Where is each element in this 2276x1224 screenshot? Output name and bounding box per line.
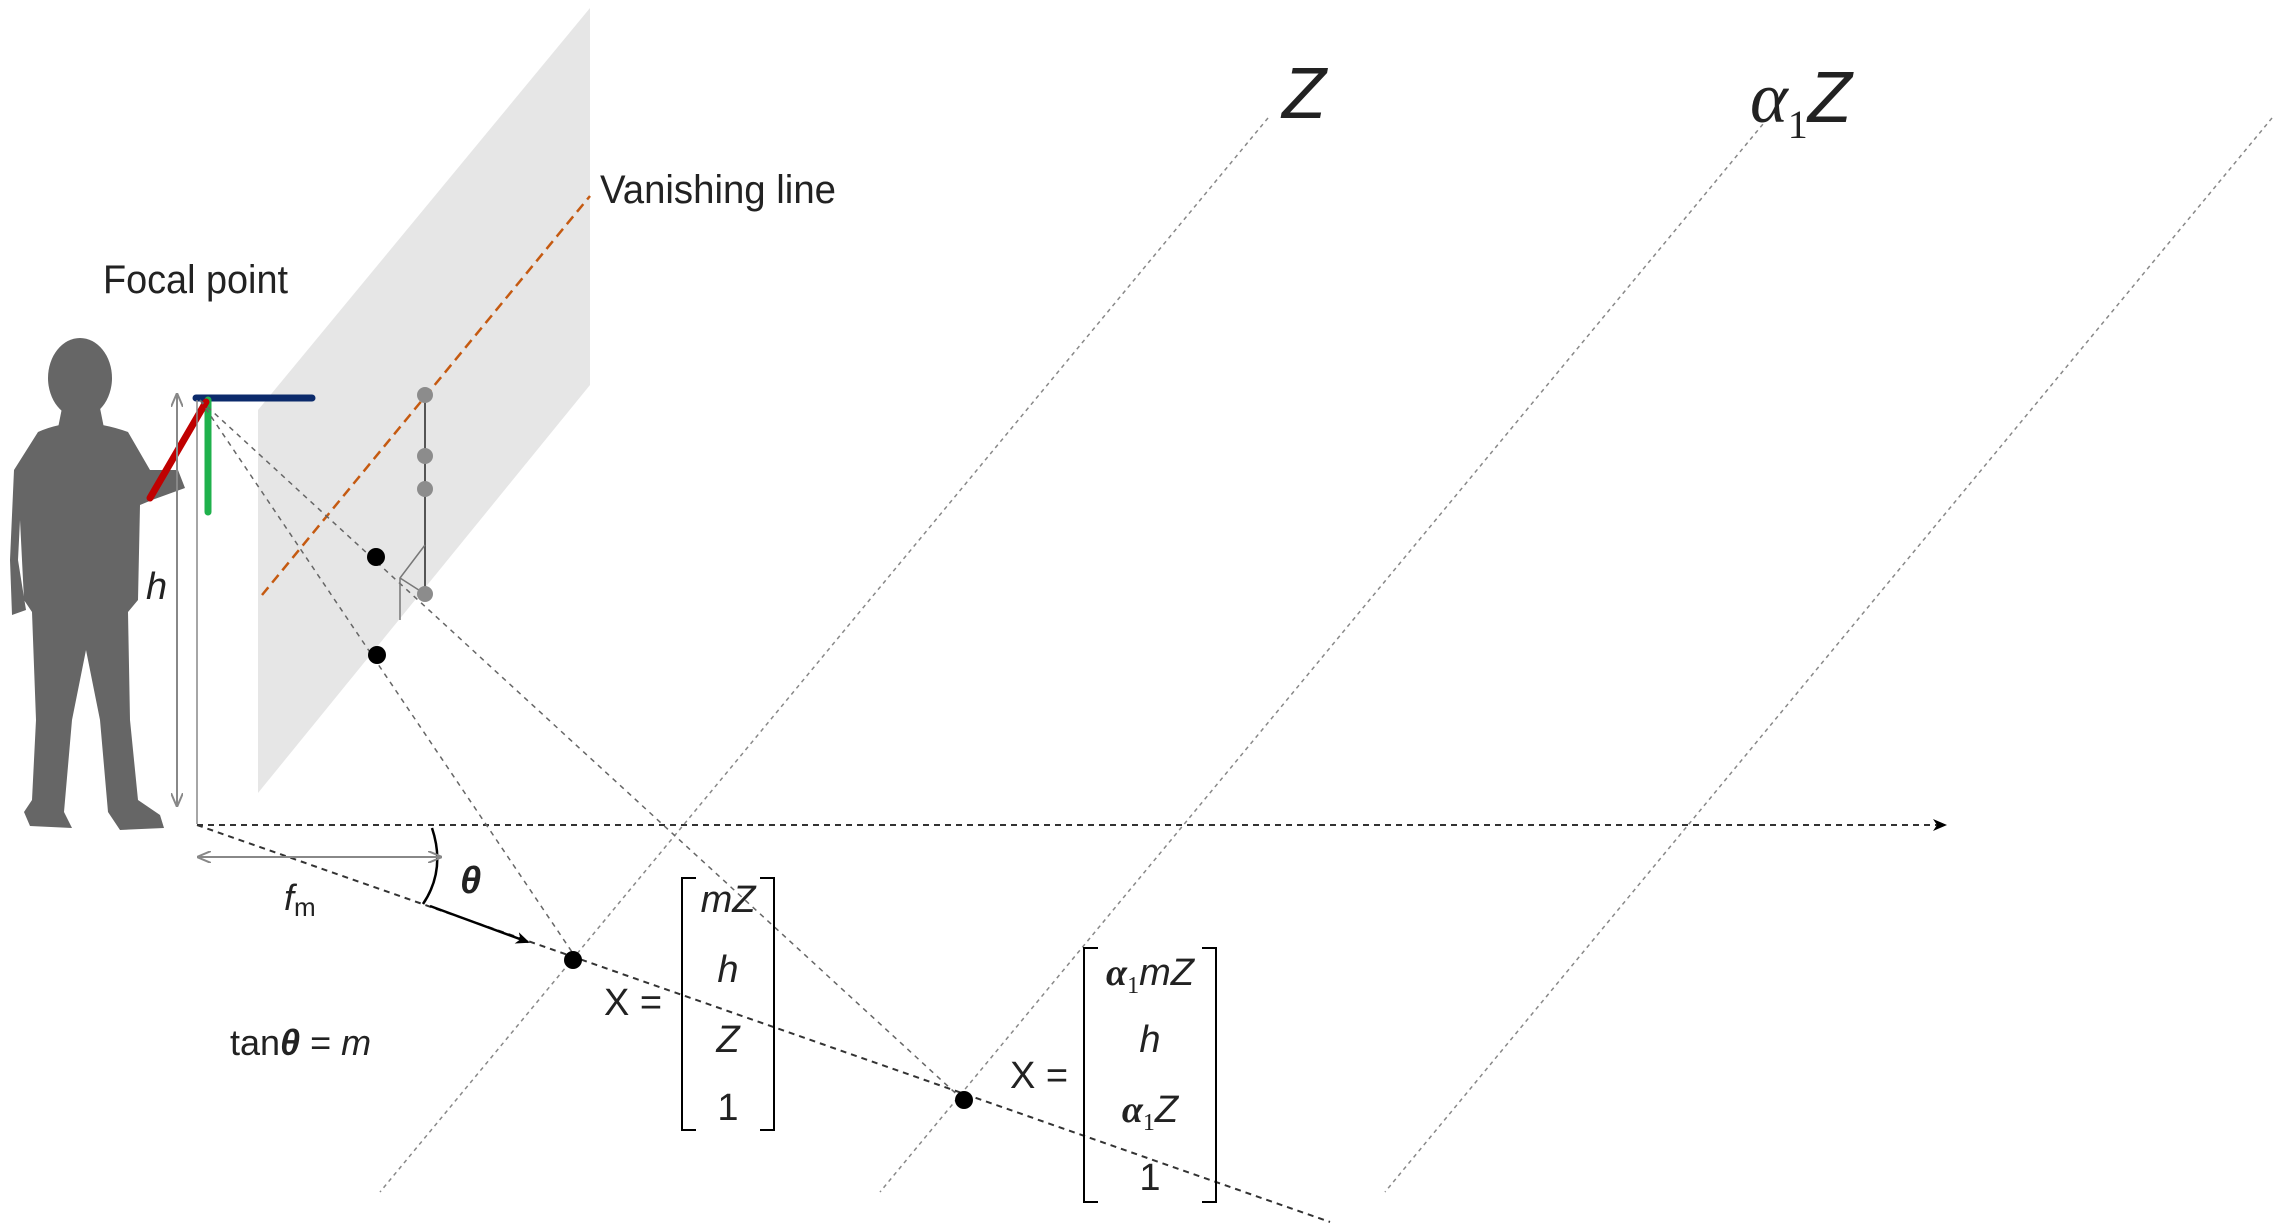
height-label: h	[146, 566, 167, 608]
grey-point	[417, 448, 433, 464]
depth-line-alpha-z	[879, 117, 1769, 1193]
matrix-2-prefix: X =	[1010, 1055, 1068, 1097]
matrix-2-row-3: α1Z	[1122, 1089, 1180, 1136]
ground-point-1	[564, 951, 582, 969]
grey-point	[417, 586, 433, 602]
depth-alpha-z-label: α1Z	[1750, 58, 1854, 147]
matrix-1-right-bracket	[760, 877, 775, 1131]
theta-label: θ	[460, 860, 481, 902]
matrix-2-right-bracket	[1202, 947, 1217, 1203]
matrix-1-row-2: h	[717, 949, 738, 991]
depth-z-label: Z	[1280, 54, 1328, 134]
matrix-2: X = α1mZ h α1Z 1	[1010, 947, 1217, 1203]
matrix-2-row-1: α1mZ	[1106, 952, 1196, 999]
image-point	[367, 548, 385, 566]
grey-point	[417, 387, 433, 403]
image-point	[368, 646, 386, 664]
depth-line-far	[1384, 117, 2273, 1193]
projection-ray-2	[199, 399, 964, 1101]
tan-theta-equation: tanθ = m	[230, 1022, 371, 1063]
matrix-2-row-2: h	[1139, 1019, 1160, 1061]
matrix-2-row-4: 1	[1139, 1157, 1160, 1199]
theta-ray	[196, 824, 1331, 1223]
focal-length-label: fm	[284, 877, 316, 922]
matrix-2-left-bracket	[1083, 947, 1098, 1203]
theta-arc	[421, 827, 439, 905]
theta-ray-arrow	[429, 904, 530, 944]
projection-ray-1	[199, 399, 573, 953]
focal-point-label: Focal point	[103, 258, 288, 302]
person-silhouette	[10, 338, 185, 830]
ground-point-2	[955, 1091, 973, 1109]
matrix-1-left-bracket	[681, 877, 696, 1131]
depth-line-z	[379, 117, 1269, 1193]
matrix-1-prefix: X =	[604, 982, 662, 1024]
matrix-1: X = mZ h Z 1	[604, 877, 775, 1131]
vanishing-line-label: Vanishing line	[600, 168, 836, 212]
matrix-1-row-1: mZ	[701, 879, 758, 921]
matrix-1-row-3: Z	[715, 1019, 741, 1061]
grey-point	[417, 481, 433, 497]
matrix-1-row-4: 1	[717, 1087, 738, 1129]
